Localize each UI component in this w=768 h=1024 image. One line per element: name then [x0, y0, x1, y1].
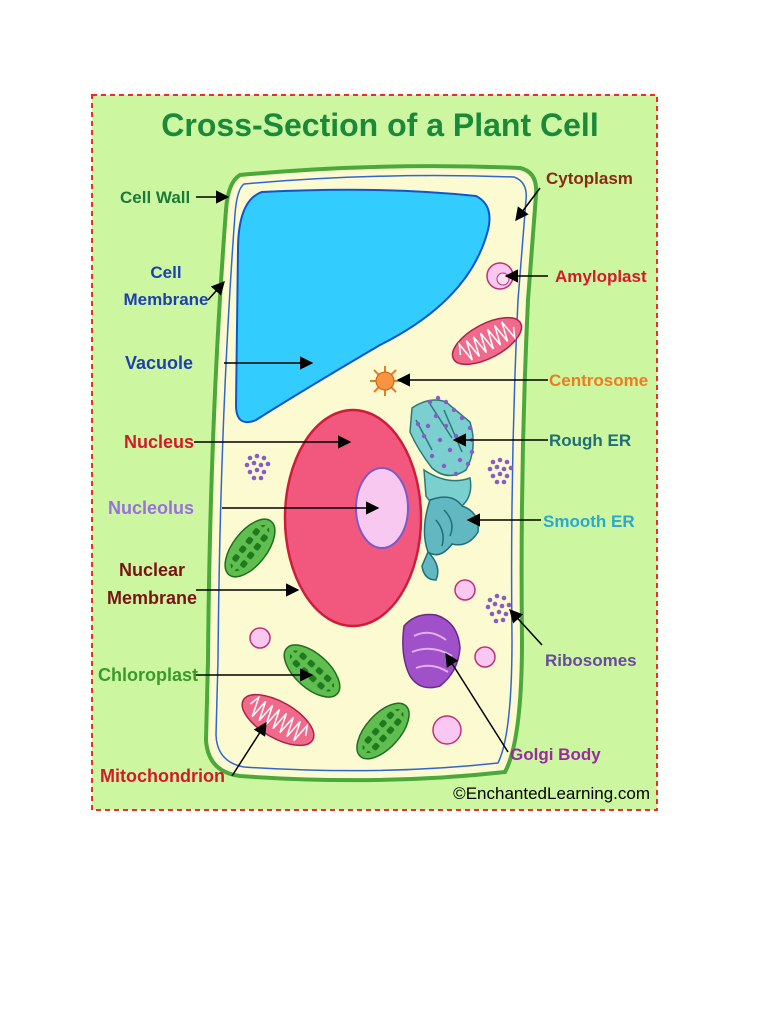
vesicle	[474, 646, 496, 668]
leader-lines	[194, 187, 548, 777]
label-nucleolus: Nucleolus	[108, 498, 194, 518]
nucleus	[283, 408, 423, 628]
vesicle	[249, 627, 271, 649]
label-cell-membrane-line2: Membrane	[123, 290, 208, 309]
label-cell-membrane-line1: Cell	[150, 263, 181, 282]
chloroplast-left	[224, 518, 276, 578]
label-amyloplast: Amyloplast	[555, 267, 647, 286]
ribosomes-right-lower	[485, 593, 512, 624]
cell-membrane	[215, 174, 527, 772]
mitochondrion-lower	[241, 693, 315, 747]
arrow-mitochondrion	[231, 721, 267, 777]
diagram-title: Cross-Section of a Plant Cell	[161, 107, 598, 143]
arrow-golgi-body	[445, 652, 509, 753]
label-rough-er: Rough ER	[549, 431, 631, 450]
mitochondrion-upper	[451, 316, 523, 366]
label-cytoplasm: Cytoplasm	[546, 169, 633, 188]
arrow-cytoplasm	[515, 187, 541, 222]
label-cell-wall: Cell Wall	[120, 188, 190, 207]
label-ribosomes: Ribosomes	[545, 651, 637, 670]
ribosomes-right-upper	[487, 457, 514, 485]
credit-text: ©EnchantedLearning.com	[453, 784, 650, 803]
label-nucleus: Nucleus	[124, 432, 194, 452]
arrow-cell-membrane	[207, 280, 225, 301]
arrow-ribosomes	[509, 609, 543, 646]
ribosomes-left	[244, 453, 271, 481]
label-nuclear-membrane-line1: Nuclear	[119, 560, 185, 580]
centrosome	[370, 366, 400, 396]
vacuole	[234, 188, 491, 424]
amyloplast-inner	[496, 272, 510, 286]
label-vacuole: Vacuole	[125, 353, 193, 373]
label-chloroplast: Chloroplast	[98, 665, 198, 685]
label-smooth-er: Smooth ER	[543, 512, 635, 531]
smooth-er	[421, 496, 479, 581]
label-centrosome: Centrosome	[549, 371, 648, 390]
vesicle	[454, 579, 476, 601]
chloroplast-lower	[356, 702, 410, 760]
label-nuclear-membrane-line2: Membrane	[107, 588, 197, 608]
label-golgi-body: Golgi Body	[510, 745, 601, 764]
label-mitochondrion: Mitochondrion	[100, 766, 225, 786]
vesicle	[432, 715, 462, 745]
